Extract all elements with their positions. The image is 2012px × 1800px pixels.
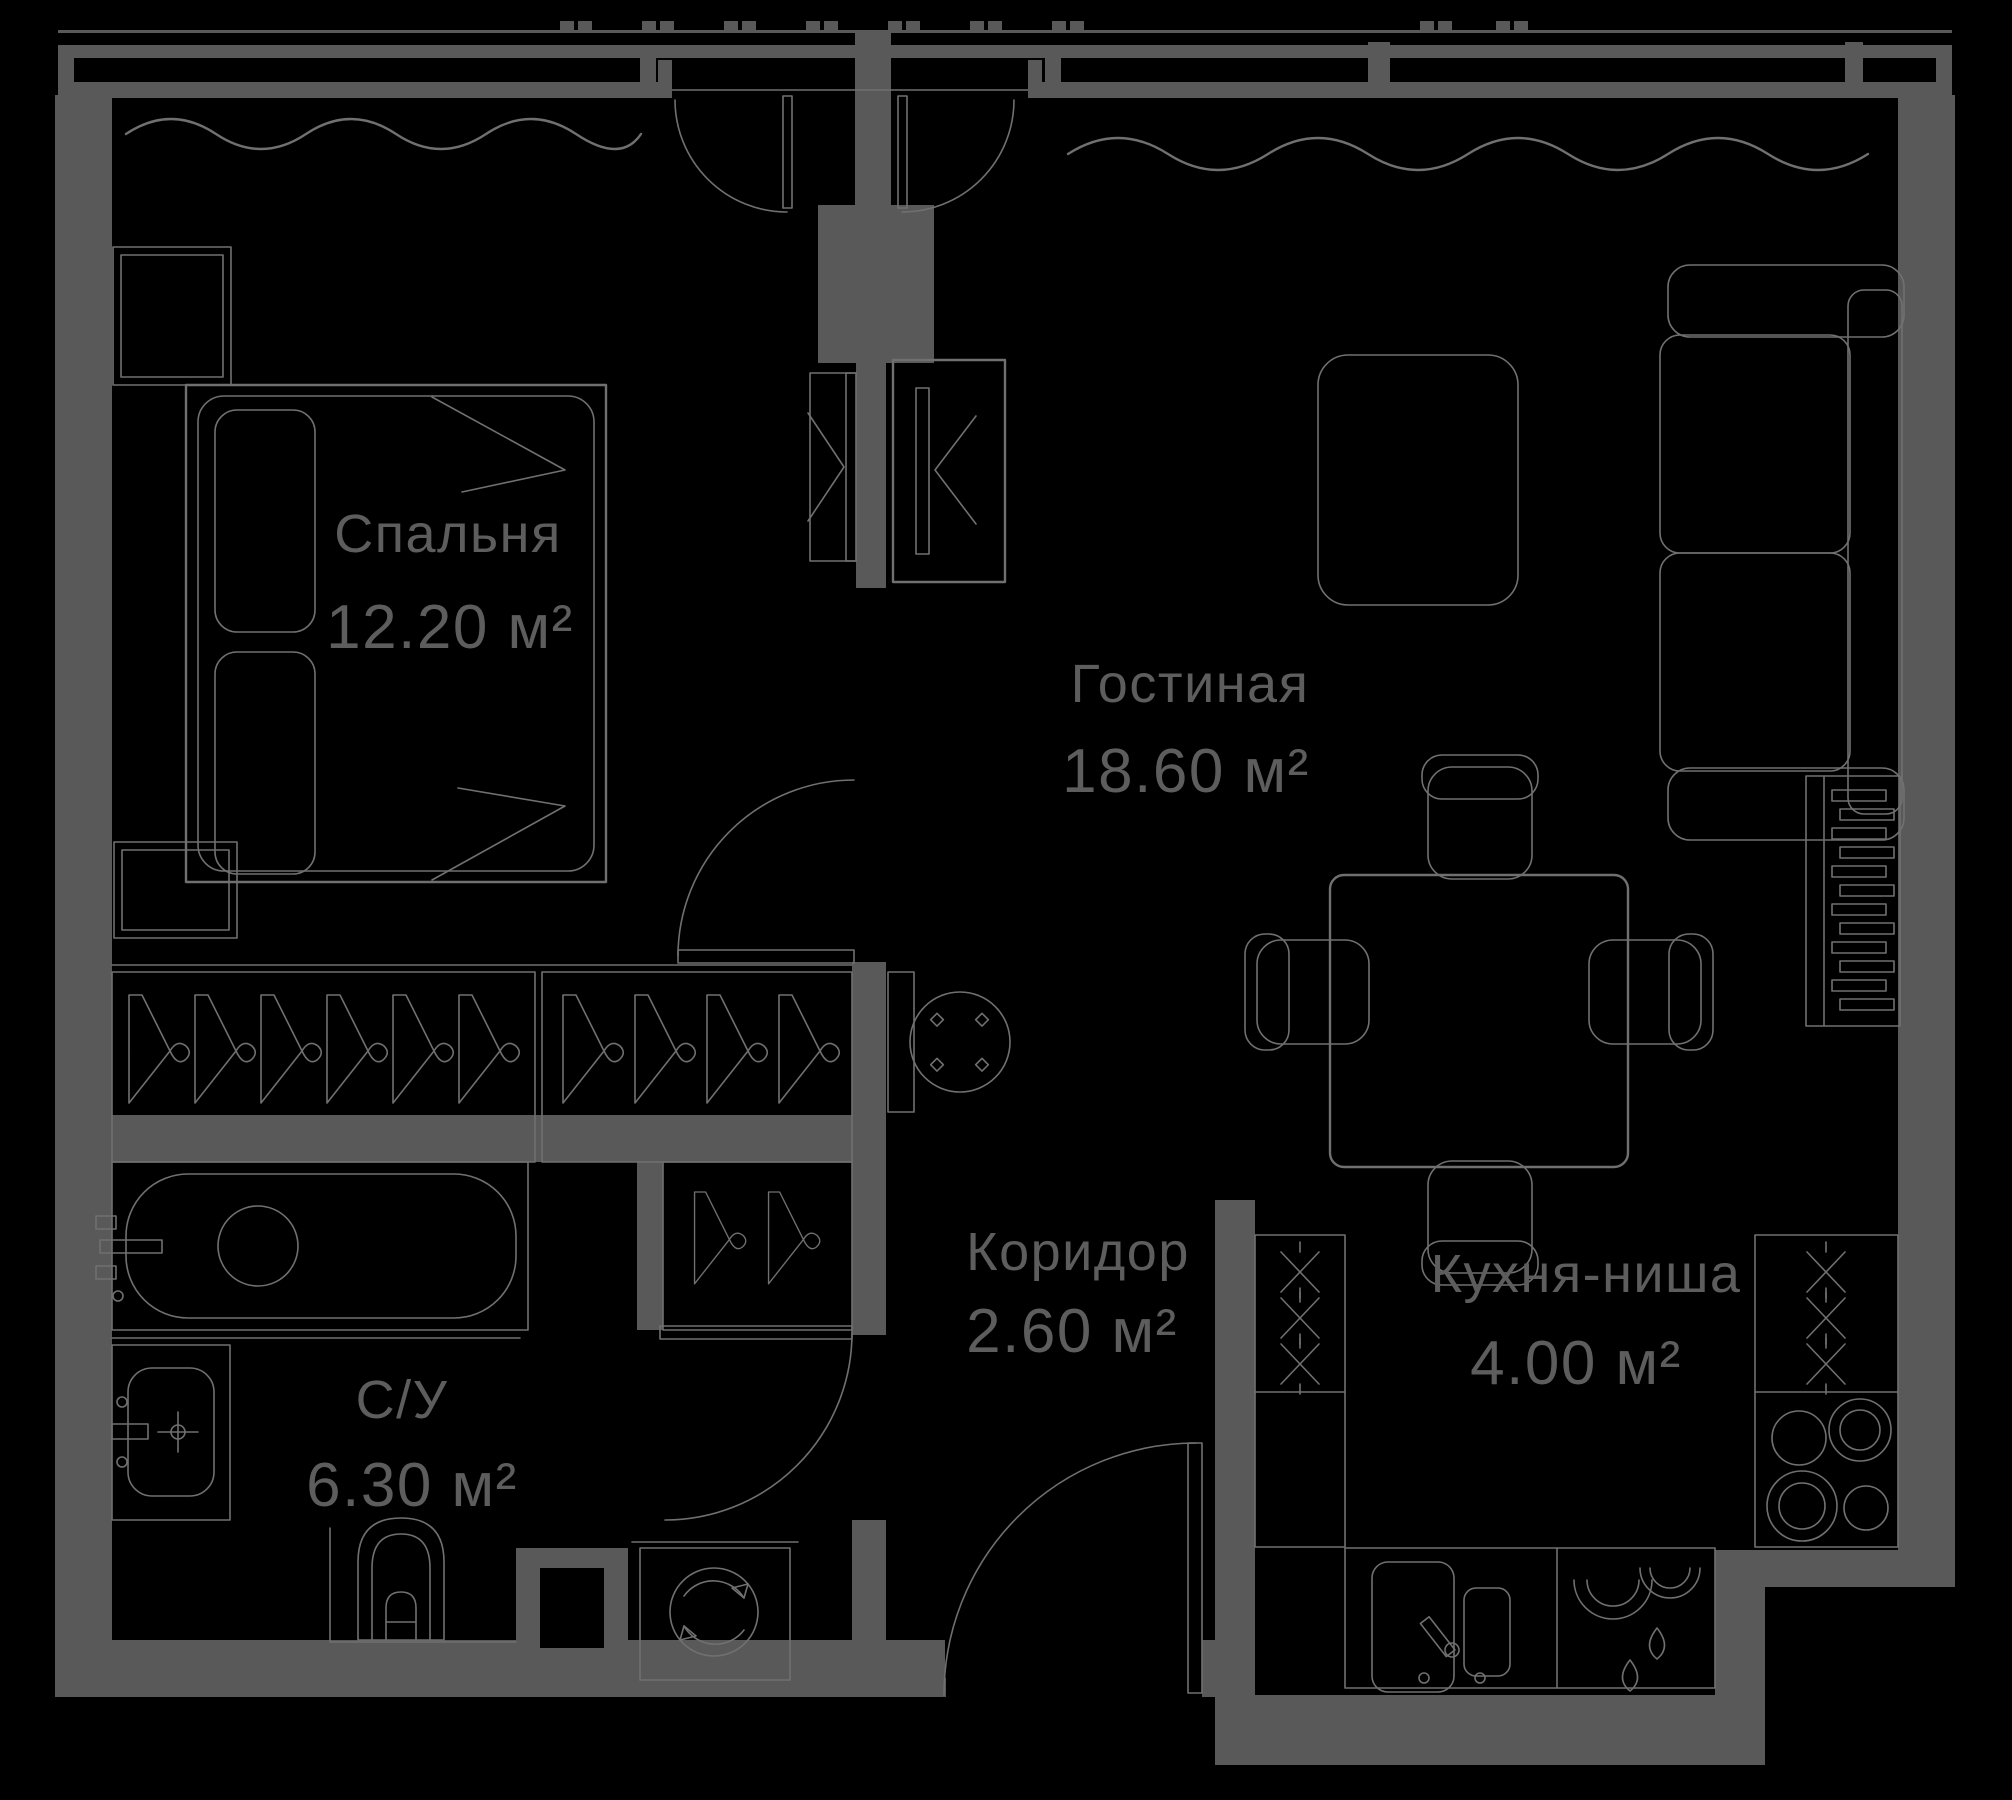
window-ticks — [560, 21, 1528, 30]
curtain-wave-icon — [124, 117, 1870, 172]
corridor-label: Коридор — [966, 1222, 1190, 1282]
balcony-doors-icon — [674, 95, 1015, 213]
chair-icon — [1588, 933, 1714, 1051]
corridor-area: 2.60 м² — [966, 1297, 1178, 1366]
tv-cabinet-icon — [891, 358, 1007, 584]
dish-dryer-icon — [1573, 1567, 1701, 1692]
window-band — [58, 21, 1952, 98]
bathroom-door-icon — [659, 1325, 853, 1521]
sliding-wardrobe-icon — [807, 372, 857, 562]
washbasin-icon — [111, 1344, 231, 1521]
closet-icon — [662, 1161, 853, 1331]
cooktop-icon — [1766, 1398, 1892, 1542]
kitchen-counter — [1344, 1547, 1716, 1689]
tall-cabinet-x-icon — [1254, 1234, 1346, 1548]
corridor-zone: Коридор 2.60 м² — [887, 971, 1203, 1696]
living-zone: Гостиная 18.60 м² — [891, 264, 1905, 1286]
radiator-icon — [1805, 775, 1901, 1027]
tall-cabinet-x-icon — [1754, 1234, 1899, 1548]
double-bed-icon — [184, 383, 608, 884]
dining-table-icon — [1244, 754, 1714, 1286]
bathroom-zone: С/У 6.30 м² — [95, 1161, 853, 1681]
bedroom-area: 12.20 м² — [326, 593, 574, 662]
kitchen-label: Кухня-ниша — [1431, 1244, 1742, 1304]
nightstand-icon — [113, 841, 238, 939]
rug-icon — [1317, 354, 1519, 606]
nightstand-icon — [112, 246, 232, 386]
round-table-icon — [887, 971, 1011, 1113]
entry-door-icon — [943, 1442, 1203, 1696]
kitchen-zone: Кухня-ниша 4.00 м² — [1254, 1234, 1899, 1693]
sofa-icon — [1659, 264, 1905, 841]
bathroom-area: 6.30 м² — [306, 1451, 518, 1520]
chair-icon — [1421, 754, 1539, 880]
living-label: Гостиная — [1071, 654, 1310, 714]
chair-icon — [1244, 933, 1370, 1051]
kitchen-area: 4.00 м² — [1470, 1329, 1682, 1398]
walls — [55, 30, 1955, 1765]
bathtub-icon — [95, 1161, 529, 1339]
bedroom-label: Спальня — [334, 504, 561, 564]
living-area: 18.60 м² — [1062, 737, 1310, 806]
kitchen-sink-icon — [1371, 1561, 1511, 1693]
washing-machine-icon — [631, 1541, 799, 1681]
toilet-icon — [329, 1517, 517, 1643]
bathroom-label: С/У — [356, 1370, 449, 1430]
bedroom-door-icon — [677, 779, 855, 964]
bedroom-zone: Спальня 12.20 м² — [112, 246, 857, 964]
